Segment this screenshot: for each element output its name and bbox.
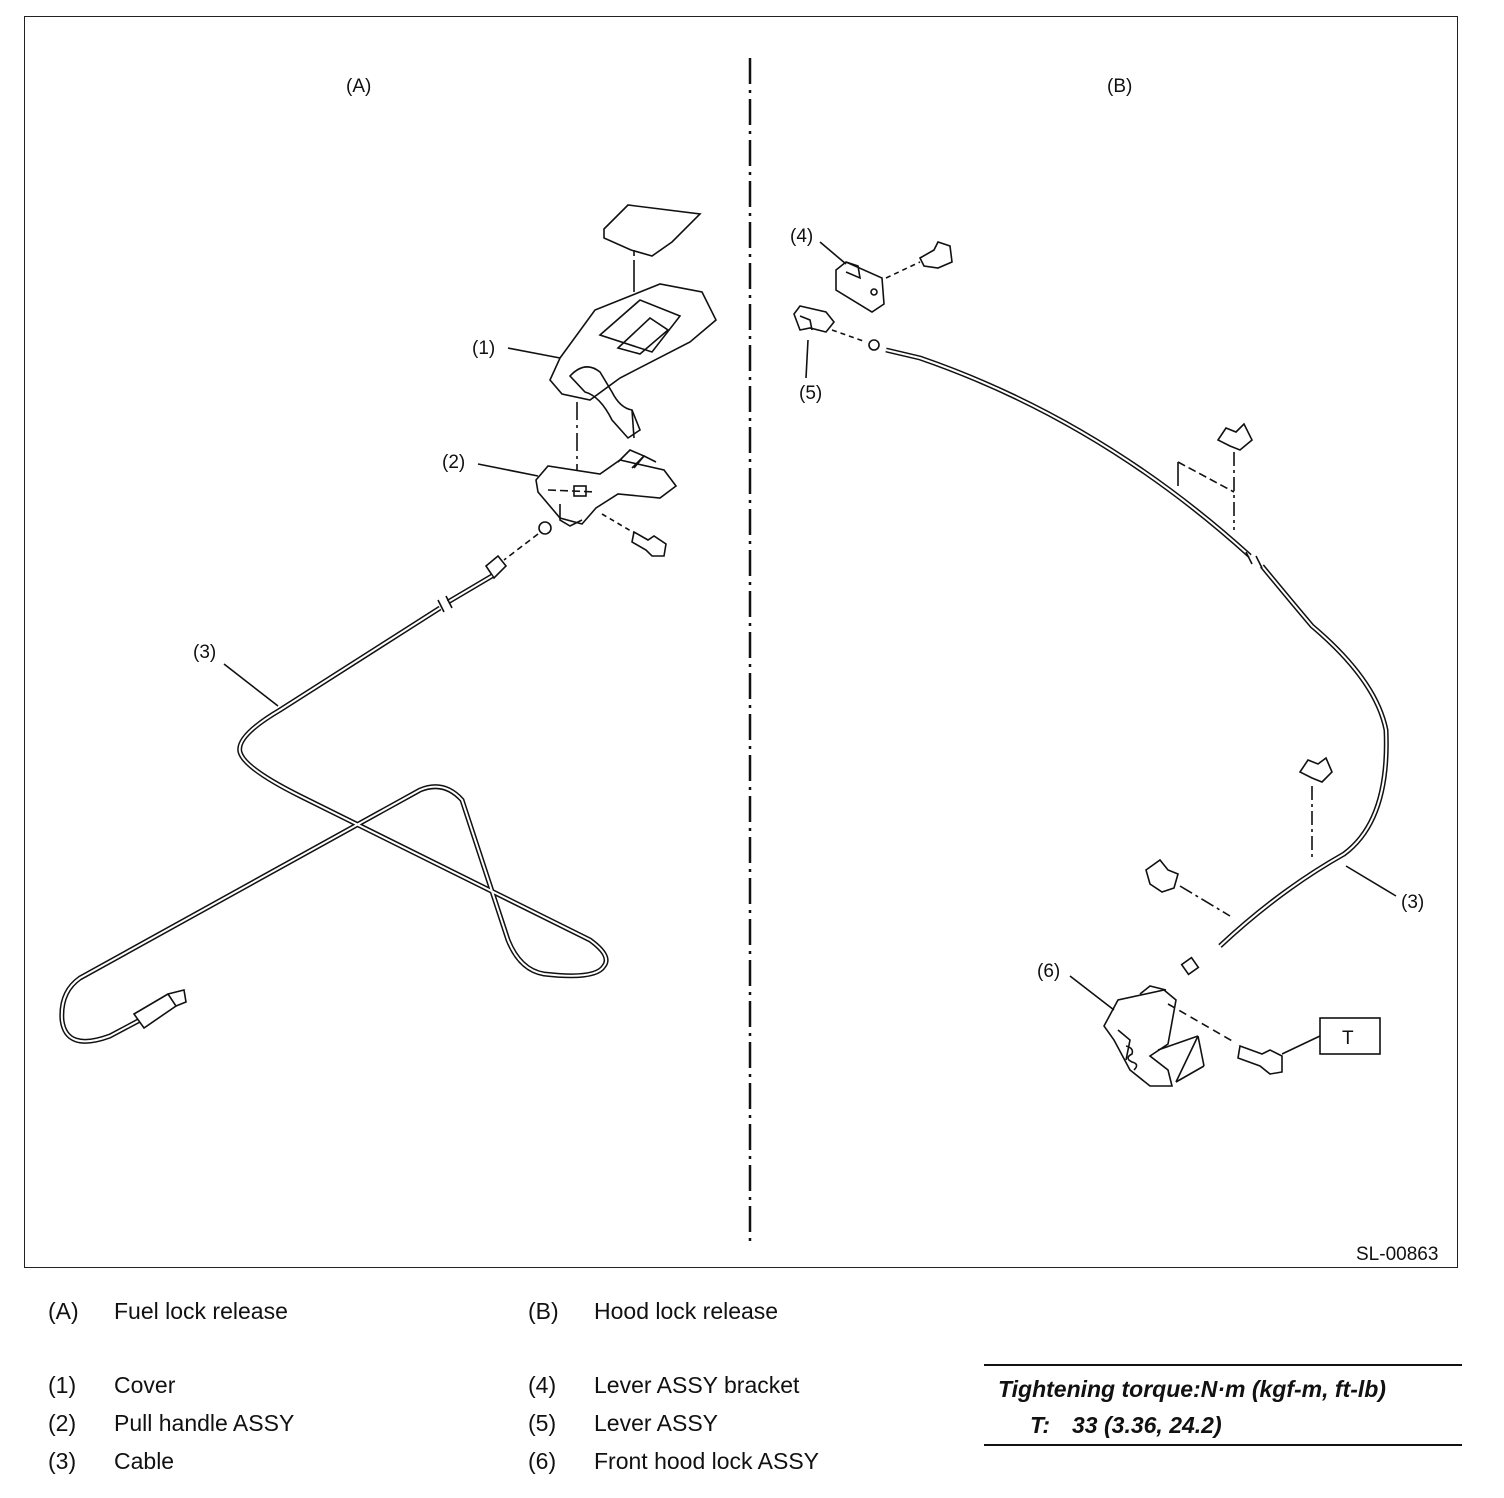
callout-1: (1): [472, 338, 495, 359]
torque-code: T:: [1030, 1412, 1051, 1438]
callout-4: (4): [790, 226, 813, 247]
cable-clip-3: [1145, 858, 1179, 893]
callout-3-panel-a: (3): [193, 642, 216, 663]
torque-value: 33 (3.36, 24.2): [1072, 1412, 1222, 1438]
fuel-lock-release-assembly: [59, 204, 717, 1044]
cover-part: [549, 283, 717, 401]
callout-5: (5): [799, 383, 822, 404]
legend-code: (6): [528, 1448, 557, 1474]
legend-code: (3): [48, 1448, 77, 1474]
legend-label: Lever ASSY bracket: [594, 1372, 800, 1398]
bolt-part: [631, 530, 667, 557]
lever-part: [793, 305, 836, 333]
legend-label: Cover: [114, 1372, 176, 1398]
legend-code: (A): [48, 1298, 79, 1324]
legend-label: Cable: [114, 1448, 175, 1474]
callout-6: (6): [1037, 961, 1060, 982]
fuel-cable-part: [59, 573, 609, 1044]
legend-label: Pull handle ASSY: [114, 1410, 295, 1436]
callout-3-panel-b: (3): [1401, 892, 1424, 913]
hood-lock-bolt-part: [1237, 1044, 1283, 1075]
lever-bracket-part: [835, 261, 885, 313]
torque-tag: T: [1342, 1028, 1354, 1049]
torque-spec-box: Tightening torque:N·m (kgf-m, ft-lb) T: 3…: [984, 1364, 1462, 1446]
front-hood-lock-part: [1103, 989, 1177, 1087]
legend-code: (1): [48, 1372, 77, 1398]
legend-label: Hood lock release: [594, 1298, 779, 1324]
torque-row: T: 33 (3.36, 24.2): [1030, 1412, 1222, 1439]
cable-clip-2: [1298, 756, 1333, 783]
torque-tag-box: [1319, 1017, 1381, 1055]
panel-b-label: (B): [1107, 76, 1132, 97]
legend-label: Lever ASSY: [594, 1410, 719, 1436]
bracket-bolt-part: [918, 241, 953, 269]
legend-label: Front hood lock ASSY: [594, 1448, 820, 1474]
panel-a-label: (A): [346, 76, 371, 97]
figure-code: SL-00863: [1356, 1244, 1438, 1265]
hood-lock-release-assembly: [793, 241, 1397, 1087]
pull-handle-part: [535, 459, 678, 525]
cover-cap-part: [603, 204, 702, 257]
legend-code: (B): [528, 1298, 559, 1324]
cable-clip-1: [1216, 422, 1253, 451]
legend-code: (2): [48, 1410, 77, 1436]
cable-end-fitting: [132, 992, 178, 1030]
diagram-frame: [24, 16, 1458, 1268]
torque-title: Tightening torque:N·m (kgf-m, ft-lb): [998, 1376, 1386, 1402]
callout-2: (2): [442, 452, 465, 473]
legend-code: (4): [528, 1372, 557, 1398]
legend-code: (5): [528, 1410, 557, 1436]
legend-label: Fuel lock release: [114, 1298, 288, 1324]
